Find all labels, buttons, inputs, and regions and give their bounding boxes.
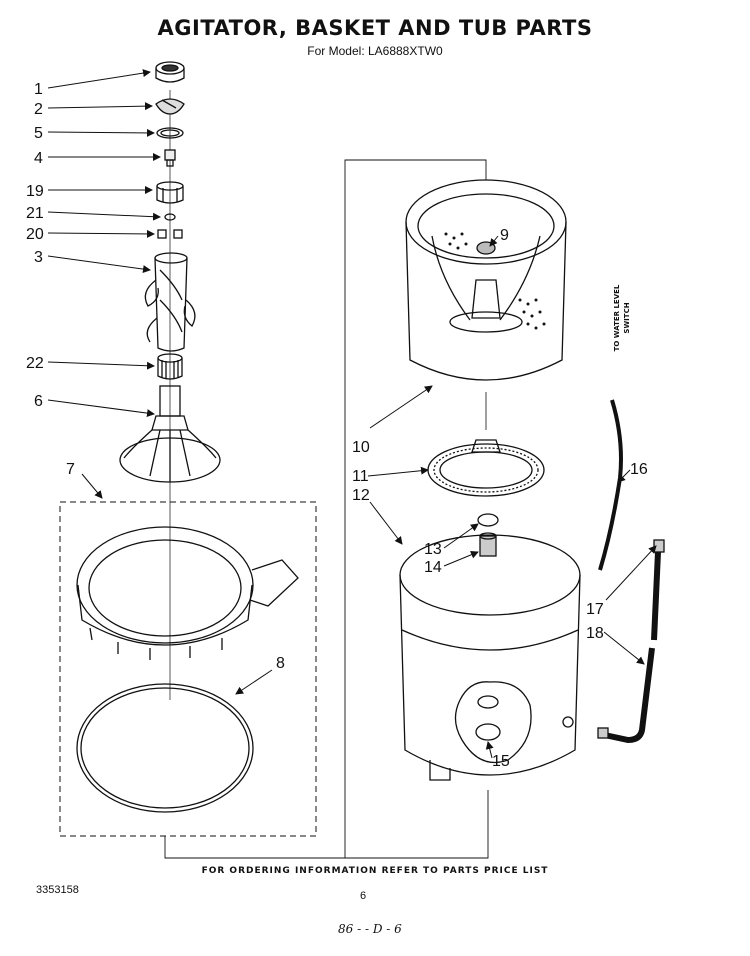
drive-block-part xyxy=(157,353,183,380)
callout-3: 3 xyxy=(34,249,43,266)
assembly-connector-bottom xyxy=(164,790,489,859)
callout-12: 12 xyxy=(352,487,370,504)
agitator-base-part xyxy=(119,385,221,483)
callout-14: 14 xyxy=(424,559,442,576)
callout-18: 18 xyxy=(586,625,604,642)
callout-4: 4 xyxy=(34,150,43,167)
callout-labels: 1 2 5 4 19 21 20 3 22 6 7 8 9 10 11 12 1… xyxy=(26,81,648,770)
tub-ring-part xyxy=(76,526,299,660)
pressure-hose-part xyxy=(598,399,623,571)
seal-ring-part xyxy=(156,127,184,139)
drain-hose-part xyxy=(599,647,655,744)
spin-ring-part xyxy=(427,439,545,497)
tub-ring-group-box xyxy=(59,501,317,837)
page-number: 6 xyxy=(360,890,367,902)
callout-13: 13 xyxy=(424,541,442,558)
agitator-dogs-part xyxy=(157,229,183,239)
callout-5: 5 xyxy=(34,125,43,142)
callout-16: 16 xyxy=(630,461,648,478)
assembly-connector-top xyxy=(344,159,487,858)
handwritten-mark: 86 - - D - 6 xyxy=(338,922,402,936)
callout-1: 1 xyxy=(34,81,43,98)
tub-seal-part xyxy=(76,683,254,813)
hose-clamp-part xyxy=(651,539,665,641)
leader-lines xyxy=(47,69,657,759)
callout-11: 11 xyxy=(352,468,369,485)
agitator-barrel-part xyxy=(144,252,196,352)
document-number: 3353158 xyxy=(36,884,79,896)
callout-8: 8 xyxy=(276,655,285,672)
outer-tub-part xyxy=(399,534,581,781)
callout-10: 10 xyxy=(352,439,370,456)
ordering-note: FOR ORDERING INFORMATION REFER TO PARTS … xyxy=(201,866,549,876)
callout-9: 9 xyxy=(500,227,509,244)
callout-19: 19 xyxy=(26,183,44,200)
agitator-cap-part xyxy=(155,61,185,83)
callout-2: 2 xyxy=(34,101,43,118)
plug-part xyxy=(164,149,176,167)
washer-part xyxy=(164,213,176,221)
tub-hub-parts xyxy=(477,513,499,557)
callout-22: 22 xyxy=(26,355,44,372)
water-level-switch-label: TO WATER LEVEL SWITCH xyxy=(613,284,631,352)
callout-7: 7 xyxy=(66,461,75,478)
model-subtitle: For Model: LA6888XTW0 xyxy=(307,44,443,58)
callout-21: 21 xyxy=(26,205,44,222)
basket-perforations xyxy=(444,232,546,330)
callout-20: 20 xyxy=(26,226,44,243)
hose-fitting xyxy=(597,727,609,739)
callout-6: 6 xyxy=(34,393,43,410)
callout-17: 17 xyxy=(586,601,604,618)
page-title: AGITATOR, BASKET AND TUB PARTS xyxy=(157,16,593,40)
dog-assembly-part xyxy=(156,181,184,204)
callout-15: 15 xyxy=(492,753,510,770)
basket-part xyxy=(405,179,567,381)
agitator-cam-part xyxy=(155,98,185,115)
